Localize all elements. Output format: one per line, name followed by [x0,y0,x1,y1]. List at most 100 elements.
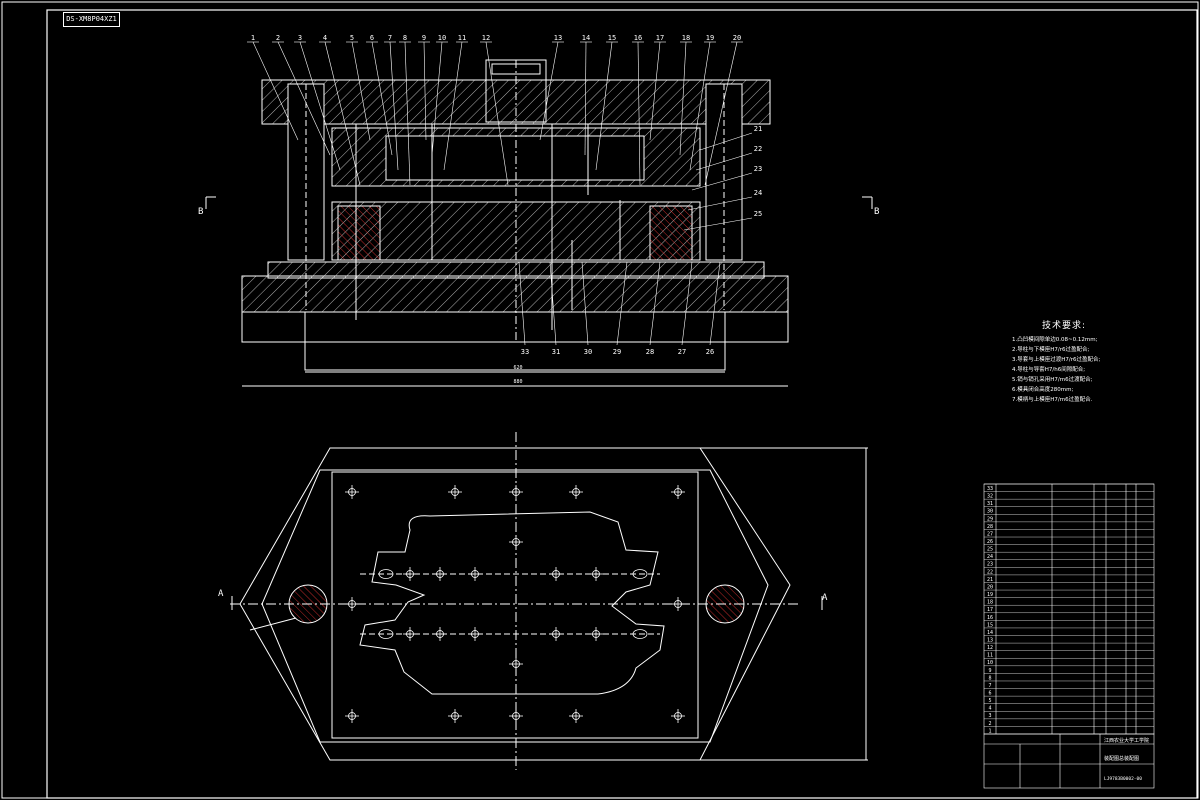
plan-holes [345,485,685,723]
part-number-label: 5 [350,34,354,42]
part-number-label: 27 [678,348,686,356]
tech-req-title: 技术要求: [1042,321,1087,331]
plan-view [230,432,868,770]
part-number-label: 18 [682,34,690,42]
bom-row-number: 28 [987,524,993,530]
bom-row-number: 33 [987,486,993,492]
part-number-label: 13 [554,34,562,42]
dim-inner-width: 620 [513,365,522,371]
bom-row-number: 22 [987,569,993,575]
bom-row-number: 1 [988,728,991,734]
tech-req-item: 3.导套与上模座过渡H7/r6过盈配合; [1012,357,1101,363]
section-label-a-left: A [218,589,224,599]
slot [378,629,394,639]
part-number-label: 17 [656,34,664,42]
leader-line [299,41,341,171]
bom-row-number: 32 [987,494,993,500]
leader-line [616,261,628,346]
part-number-label: 33 [521,348,529,356]
part-number-label: 7 [388,34,392,42]
leader-line [691,172,753,191]
dim-overall-width: 880 [513,379,522,385]
leader-line [699,132,753,151]
title-block-school: 江西农业大学工学院 [1104,737,1149,744]
part-number-label: 14 [582,34,590,42]
part-number-label: 20 [733,34,741,42]
bom-row-number: 20 [987,584,993,590]
bom-row-number: 25 [987,547,993,553]
slot [632,569,648,579]
tech-req-item: 6.模具闭合高度280mm; [1012,387,1074,393]
leader-line [277,41,331,156]
bom-row-number: 13 [987,637,993,643]
leader-line [423,41,427,141]
leader-line [252,41,299,141]
part-number-label: 3 [298,34,302,42]
part-number-label: 16 [634,34,642,42]
bill-of-materials [983,483,1155,735]
part-number-label: 29 [613,348,621,356]
part-number-label: 9 [422,34,426,42]
leader-line [389,41,399,171]
bom-row-number: 11 [987,653,993,659]
part-number-label: 21 [754,125,762,133]
drawing-number-box: DS-XM8P04XZ1 [63,12,120,27]
leader-line [649,261,661,346]
bom-row-number: 15 [987,622,993,628]
bom-row-number: 14 [987,630,993,636]
bom-row-number: 4 [988,706,991,712]
section-label-b-right: B [874,207,879,217]
leader-line [595,41,613,171]
bom-row-number: 9 [988,668,991,674]
leader-line [371,41,393,156]
bom-row-number: 8 [988,675,991,681]
part-number-label: 10 [438,34,446,42]
bom-row-number: 29 [987,516,993,522]
leader-line [581,261,589,346]
bom-rows: 3332313029282726252423222120191817161514… [984,483,1154,734]
bom-row-number: 12 [987,645,993,651]
bom-row-number: 30 [987,509,993,515]
title-block-drawing-title: 装配图总装配图 [1104,755,1139,762]
bom-row-number: 10 [987,660,993,666]
part-number-label: 25 [754,210,762,218]
leader-line [404,41,411,186]
leader-line [584,41,587,156]
bom-row-number: 7 [988,683,991,689]
leader-line [431,41,443,156]
leader-line [704,41,738,186]
section-view: 620 880 [205,59,873,387]
section-label-b-left: B [198,207,203,217]
leader-line [683,217,753,231]
part-number-label: 8 [403,34,407,42]
leader-line [689,41,711,171]
leader-line [679,41,687,156]
part-number-label: 30 [584,348,592,356]
tech-req-item: 1.凸凹模间隙单边0.08~0.12mm; [1012,337,1098,343]
bom-row-number: 2 [988,721,991,727]
part-number-label: 4 [323,34,327,42]
leader-line [518,261,526,346]
title-block [983,733,1155,789]
tech-req-item: 7.模柄与上模座H7/m6过盈配合. [1012,397,1093,403]
leader-line [695,152,753,171]
part-number-label: 23 [754,165,762,173]
bom-row-number: 24 [987,554,993,560]
tech-req-item: 2.导柱与下模座H7/r6过盈配合; [1012,347,1090,353]
inner-border [46,9,1198,799]
bom-row-number: 6 [988,691,991,697]
bom-row-number: 18 [987,600,993,606]
bom-row-number: 17 [987,607,993,613]
leader-line [681,261,693,346]
leader-line [687,196,753,211]
bom-row-number: 27 [987,531,993,537]
leader-line [709,261,721,346]
bom-row-number: 21 [987,577,993,583]
leader-line [539,41,559,141]
title-block-code: LJ9783B0002-00 [1104,776,1142,782]
slot [378,569,394,579]
section-label-a-right: A [822,593,828,603]
